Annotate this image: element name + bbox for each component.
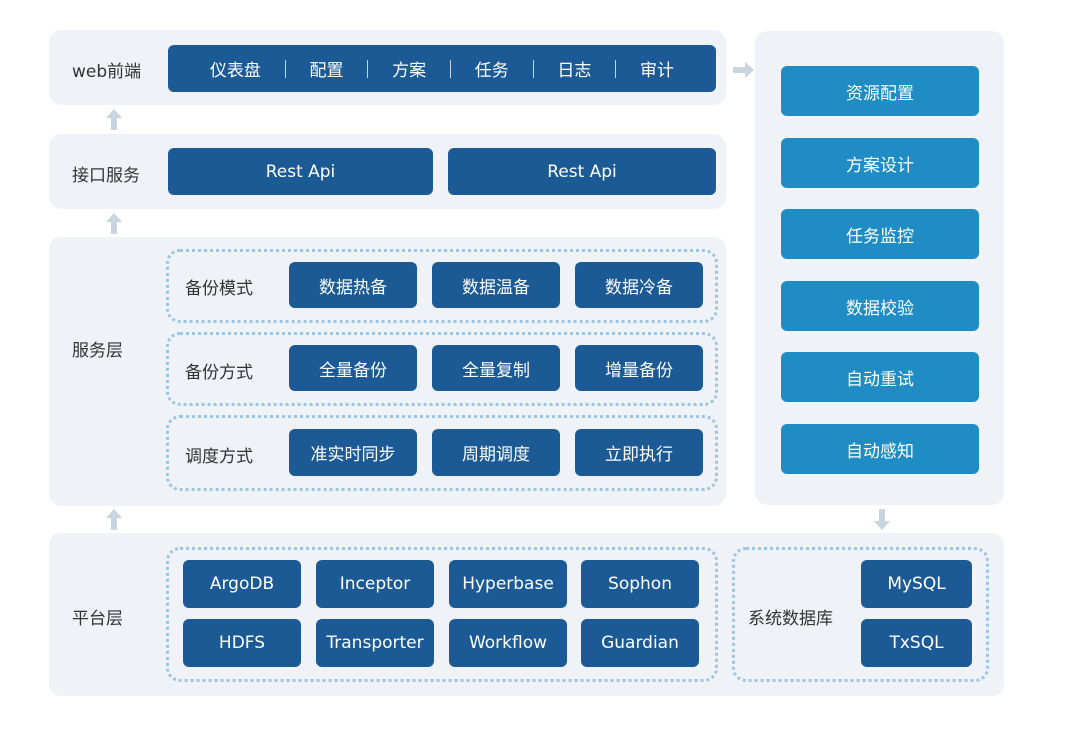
arrow-up-icon [106, 509, 122, 530]
full-backup-button[interactable]: 全量备份 [289, 345, 417, 391]
nav-separator [532, 59, 534, 78]
schedule-method-group [166, 415, 718, 491]
db-txsql[interactable]: TxSQL [861, 619, 972, 667]
nav-separator [284, 59, 286, 78]
backup-method-label: 备份方式 [185, 363, 253, 383]
plan-design-button[interactable]: 方案设计 [781, 138, 979, 188]
periodic-schedule-button[interactable]: 周期调度 [432, 429, 560, 476]
arrow-down-icon [874, 509, 890, 530]
auto-sense-button[interactable]: 自动感知 [781, 424, 979, 474]
nav-item-task[interactable]: 任务 [474, 61, 509, 81]
execute-now-button[interactable]: 立即执行 [575, 429, 703, 476]
service-layer-label: 服务层 [72, 341, 123, 361]
nav-item-plan[interactable]: 方案 [392, 61, 427, 81]
api-label: 接口服务 [72, 166, 140, 186]
component-guardian[interactable]: Guardian [581, 619, 699, 667]
nav-separator [367, 59, 369, 78]
hot-backup-button[interactable]: 数据热备 [289, 262, 417, 308]
backup-mode-group [166, 249, 718, 323]
backup-mode-label: 备份模式 [185, 279, 253, 299]
system-db-label: 系统数据库 [748, 609, 833, 629]
backup-method-group [166, 332, 718, 406]
arrow-up-icon [106, 109, 122, 130]
component-inceptor[interactable]: Inceptor [316, 560, 434, 608]
nav-separator [449, 59, 451, 78]
component-workflow[interactable]: Workflow [449, 619, 567, 667]
warm-backup-button[interactable]: 数据温备 [432, 262, 560, 308]
component-hdfs[interactable]: HDFS [183, 619, 301, 667]
nav-item-log[interactable]: 日志 [557, 61, 592, 81]
nav-item-dashboard[interactable]: 仪表盘 [209, 61, 261, 81]
rest-api-button[interactable]: Rest Api [168, 148, 433, 195]
near-realtime-sync-button[interactable]: 准实时同步 [289, 429, 417, 476]
arrow-right-icon [733, 62, 754, 78]
web-frontend-label: web前端 [72, 62, 142, 82]
incremental-backup-button[interactable]: 增量备份 [575, 345, 703, 391]
platform-components-group [166, 547, 718, 682]
arrow-up-icon [106, 213, 122, 234]
db-mysql[interactable]: MySQL [861, 560, 972, 608]
schedule-method-label: 调度方式 [185, 447, 253, 467]
web-frontend-nav-bar: 仪表盘 配置 方案 任务 日志 审计 [168, 45, 716, 92]
component-hyperbase[interactable]: Hyperbase [449, 560, 567, 608]
data-verify-button[interactable]: 数据校验 [781, 281, 979, 331]
resource-config-button[interactable]: 资源配置 [781, 66, 979, 116]
component-sophon[interactable]: Sophon [581, 560, 699, 608]
system-db-group [732, 547, 989, 682]
rest-api-button[interactable]: Rest Api [448, 148, 716, 195]
cold-backup-button[interactable]: 数据冷备 [575, 262, 703, 308]
nav-separator [615, 59, 617, 78]
auto-retry-button[interactable]: 自动重试 [781, 352, 979, 402]
nav-item-audit[interactable]: 审计 [640, 61, 675, 81]
task-monitor-button[interactable]: 任务监控 [781, 209, 979, 259]
platform-layer-label: 平台层 [72, 609, 123, 629]
full-copy-button[interactable]: 全量复制 [432, 345, 560, 391]
component-transporter[interactable]: Transporter [316, 619, 434, 667]
component-argodb[interactable]: ArgoDB [183, 560, 301, 608]
nav-item-config[interactable]: 配置 [309, 61, 344, 81]
